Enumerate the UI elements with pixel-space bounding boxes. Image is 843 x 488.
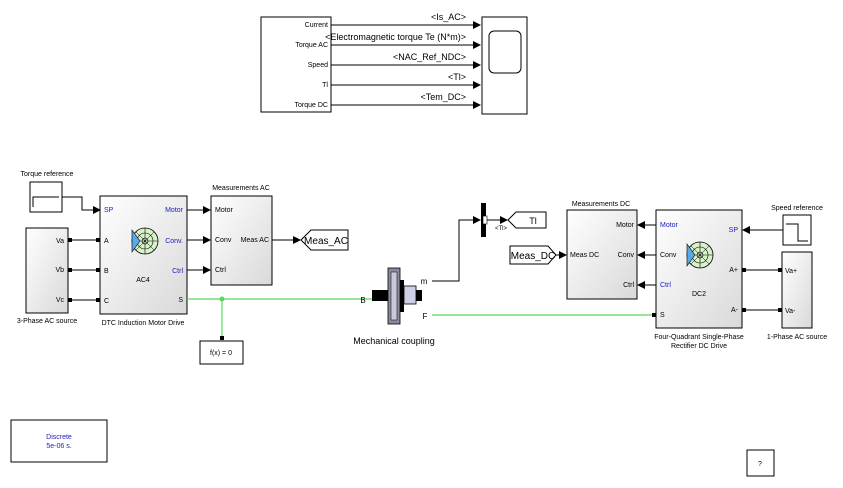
ac-source-port-vb: Vb xyxy=(55,267,64,274)
ac-source-port-vc: Vc xyxy=(56,297,65,304)
meas-dc-port-motor: Motor xyxy=(616,222,635,229)
help-icon: ? xyxy=(758,461,762,468)
signal-tl: <Tl> xyxy=(448,72,466,82)
dc-source-label: 1-Phase AC source xyxy=(767,334,827,341)
goto-tl-block[interactable]: Tl xyxy=(507,211,547,229)
dc-source-port-vaminus: Va- xyxy=(785,308,796,315)
ac-drive-port-a: A xyxy=(104,238,109,245)
ac-drive-port-ctrl: Ctrl xyxy=(172,268,183,275)
ac-drive-to-meas-wires xyxy=(187,206,211,274)
speed-reference-label: Speed reference xyxy=(771,205,823,212)
torque-ref-wire xyxy=(62,196,101,214)
dc-drive-port-s: S xyxy=(660,312,665,319)
meas-ac-port-motor: Motor xyxy=(215,207,234,214)
signal-is-ac: <Is_AC> xyxy=(431,12,466,22)
dc-drive-to-meas-wires xyxy=(637,221,656,289)
dc-drive-port-conv: Conv xyxy=(660,252,677,259)
signal-nac-ref-ndc: <NAC_Ref_NDC> xyxy=(393,52,466,62)
ac-drive-port-s: S xyxy=(178,297,183,304)
meas-ac-port-ctrl: Ctrl xyxy=(215,267,226,274)
dc-drive-port-motor: Motor xyxy=(660,222,679,229)
dc-drive-s-port xyxy=(652,313,656,317)
ac-drive-name: AC4 xyxy=(136,277,150,284)
dc-drive-port-ctrl: Ctrl xyxy=(660,282,671,289)
coupling-port-f: F xyxy=(423,312,428,321)
dc-source-wires xyxy=(742,268,778,312)
from-meas-dc-block[interactable]: Meas_DC xyxy=(509,245,557,265)
scope-screen-icon xyxy=(488,30,522,74)
measurements-ac-label: Measurements AC xyxy=(212,185,270,192)
coupling-port-m: m xyxy=(421,277,428,286)
port-speed: Speed xyxy=(308,62,328,69)
motor-icon xyxy=(131,227,159,255)
dc-drive-block[interactable]: Motor Conv Ctrl S SP A+ A- DC2 Four-Quad… xyxy=(654,209,744,350)
measurements-dc-block[interactable]: Measurements DC Meas DC Motor Conv Ctrl xyxy=(566,201,638,300)
tl-selector-label: <Tl> xyxy=(495,226,508,232)
meas-dc-port-in: Meas DC xyxy=(570,252,599,259)
ac-source-label: 3-Phase AC source xyxy=(17,318,77,325)
powergui-block[interactable]: Discrete 5e-06 s. xyxy=(10,419,108,463)
dc-drive-label-line2: Rectifier DC Drive xyxy=(671,343,727,350)
mechanical-coupling-block[interactable]: B F m Mechanical coupling xyxy=(353,267,435,346)
ac-drive-port-b: B xyxy=(104,268,109,275)
port-current: Current xyxy=(305,22,328,29)
torque-reference-block[interactable]: Torque reference xyxy=(21,171,74,213)
meas-ac-port-conv: Conv xyxy=(215,237,232,244)
measurements-ac-block[interactable]: Measurements AC Motor Conv Ctrl Meas AC xyxy=(210,185,273,286)
dc-drive-port-aminus: A- xyxy=(731,307,739,314)
meas-ac-port-out: Meas AC xyxy=(241,237,269,244)
measurements-dc-label: Measurements DC xyxy=(572,201,630,208)
scope-signal-block[interactable]: Current Torque AC Speed Tl Torque DC xyxy=(260,16,332,113)
m-signal-wire xyxy=(432,216,481,282)
dc-motor-icon xyxy=(686,241,714,269)
signal-te: <Electromagnetic torque Te (N*m)> xyxy=(325,32,466,42)
torque-reference-label: Torque reference xyxy=(21,171,74,178)
dc-drive-port-aplus: A+ xyxy=(729,267,738,274)
ac-source-wires xyxy=(72,238,100,302)
meas-dc-port-ctrl: Ctrl xyxy=(623,282,634,289)
powergui-line1: Discrete xyxy=(46,434,72,441)
help-block[interactable]: ? xyxy=(746,449,775,477)
ac-drive-port-c: C xyxy=(104,298,109,305)
meas-dc-port-conv: Conv xyxy=(618,252,635,259)
ac-drive-block[interactable]: SP A B C Motor Conv. Ctrl S AC4 DTC Indu… xyxy=(99,195,188,327)
goto-meas-ac-tag: Meas_AC xyxy=(304,236,348,247)
port-torque-ac: Torque AC xyxy=(295,42,328,49)
ac-drive-port-motor: Motor xyxy=(165,207,184,214)
from-meas-dc-tag: Meas_DC xyxy=(511,251,555,262)
coupling-port-b: B xyxy=(360,296,365,305)
dc-drive-port-sp: SP xyxy=(729,227,739,234)
ac-source-port-va: Va xyxy=(56,238,64,245)
ac-drive-label: DTC Induction Motor Drive xyxy=(102,320,185,327)
step-icon-speed xyxy=(786,223,808,242)
goto-tl-tag: Tl xyxy=(529,216,537,226)
ac-drive-port-conv: Conv. xyxy=(165,238,183,245)
dc-source-port-vaplus: Va+ xyxy=(785,268,797,275)
ac-source-block[interactable]: Va Vb Vc 3-Phase AC source xyxy=(17,227,77,325)
scope-wires: <Is_AC> <Electromagnetic torque Te (N*m)… xyxy=(325,12,481,109)
port-torque-dc: Torque DC xyxy=(295,102,328,109)
dc-source-block[interactable]: Va+ Va- 1-Phase AC source xyxy=(767,251,827,341)
power-line-ac xyxy=(187,296,372,340)
dc-drive-label-line1: Four-Quadrant Single-Phase xyxy=(654,334,744,341)
fx-zero-text: f(x) = 0 xyxy=(210,350,232,357)
mechanical-coupling-label: Mechanical coupling xyxy=(353,336,435,346)
step-icon xyxy=(32,196,59,207)
port-tl: Tl xyxy=(322,82,328,89)
signal-tem-dc: <Tem_DC> xyxy=(420,92,466,102)
dc-drive-name: DC2 xyxy=(692,291,706,298)
speed-reference-block[interactable]: Speed reference xyxy=(771,205,823,246)
ac-drive-port-sp: SP xyxy=(104,207,114,214)
goto-meas-ac-block[interactable]: Meas_AC xyxy=(300,229,349,251)
fx-zero-block[interactable]: f(x) = 0 xyxy=(199,340,244,365)
scope-block[interactable] xyxy=(481,16,528,115)
powergui-line2: 5e-06 s. xyxy=(46,443,71,450)
